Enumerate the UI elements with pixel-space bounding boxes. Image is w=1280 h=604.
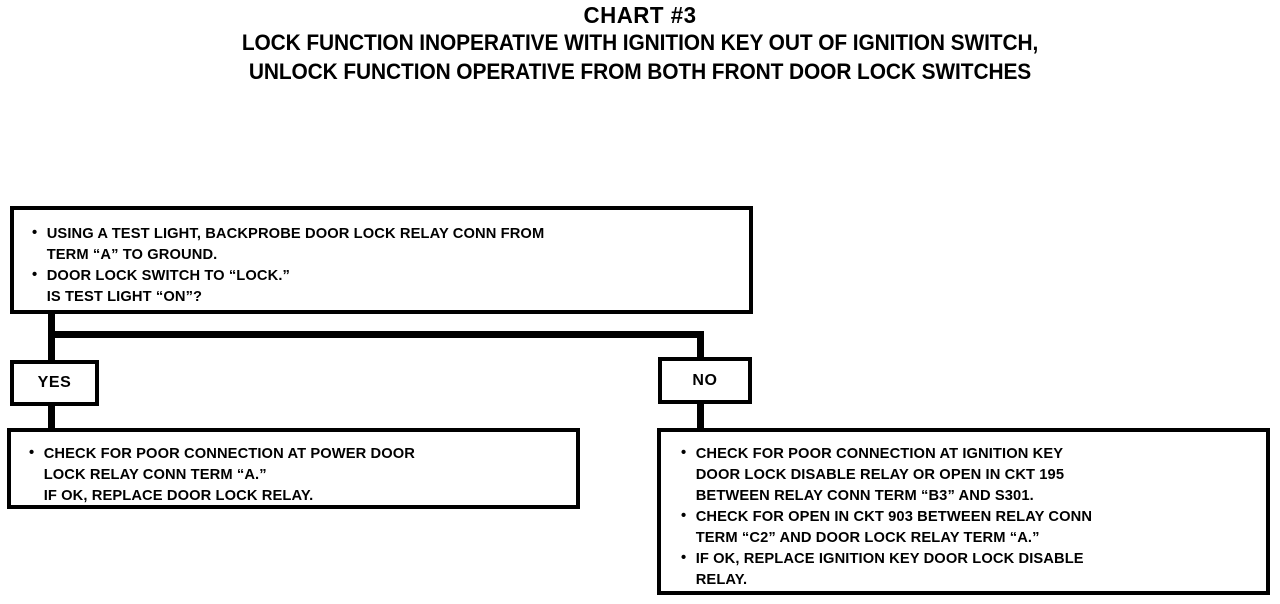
question-bullet-1-line-1: USING A TEST LIGHT, BACKPROBE DOOR LOCK … bbox=[46, 225, 545, 242]
no-result-bullet-list: CHECK FOR POOR CONNECTION AT IGNITION KE… bbox=[681, 442, 1093, 590]
connector-horizontal-bus bbox=[48, 331, 704, 338]
no-result-bullet-3-line-2: RELAY. bbox=[695, 571, 748, 588]
question-bullet-2-line-1: DOOR LOCK SWITCH TO “LOCK.” bbox=[46, 267, 290, 284]
no-result-text: CHECK FOR POOR CONNECTION AT IGNITION KE… bbox=[681, 442, 1093, 590]
yes-result-bullet-1-line-3: IF OK, REPLACE DOOR LOCK RELAY. bbox=[43, 487, 314, 504]
no-result-bullet-2-line-2: TERM “C2” AND DOOR LOCK RELAY TERM “A.” bbox=[695, 529, 1040, 546]
no-result-bullet-1-line-1: CHECK FOR POOR CONNECTION AT IGNITION KE… bbox=[695, 445, 1064, 462]
no-result-box: CHECK FOR POOR CONNECTION AT IGNITION KE… bbox=[657, 428, 1270, 595]
question-bullet-2-line-2: IS TEST LIGHT “ON”? bbox=[46, 288, 203, 305]
chart-subtitle-line-1: LOCK FUNCTION INOPERATIVE WITH IGNITION … bbox=[241, 30, 1039, 55]
yes-result-text: CHECK FOR POOR CONNECTION AT POWER DOOR … bbox=[29, 442, 416, 506]
connector-to-yes-box bbox=[48, 331, 55, 362]
yes-result-bullet-1-line-2: LOCK RELAY CONN TERM “A.” bbox=[43, 466, 267, 483]
no-result-bullet-1: CHECK FOR POOR CONNECTION AT IGNITION KE… bbox=[681, 442, 1092, 506]
chart-subtitle-line-2: UNLOCK FUNCTION OPERATIVE FROM BOTH FRON… bbox=[248, 59, 1032, 84]
no-result-bullet-1-line-3: BETWEEN RELAY CONN TERM “B3” AND S301. bbox=[695, 487, 1034, 504]
branch-label-yes: YES bbox=[37, 374, 72, 391]
question-bullet-list: USING A TEST LIGHT, BACKPROBE DOOR LOCK … bbox=[32, 222, 545, 307]
branch-box-no: NO bbox=[658, 357, 752, 404]
no-result-bullet-2: CHECK FOR OPEN IN CKT 903 BETWEEN RELAY … bbox=[681, 505, 1093, 548]
page-title: CHART #3 bbox=[583, 2, 697, 28]
connector-yes-to-result bbox=[48, 404, 55, 430]
branch-box-yes: YES bbox=[10, 360, 99, 406]
branch-label-no: NO bbox=[692, 371, 718, 389]
yes-result-bullet-1: CHECK FOR POOR CONNECTION AT POWER DOOR … bbox=[29, 442, 416, 506]
chart-title-block: CHART #3 LOCK FUNCTION INOPERATIVE WITH … bbox=[0, 2, 1280, 86]
no-result-bullet-2-line-1: CHECK FOR OPEN IN CKT 903 BETWEEN RELAY … bbox=[695, 508, 1093, 525]
connector-to-no-box bbox=[697, 331, 704, 359]
question-box: USING A TEST LIGHT, BACKPROBE DOOR LOCK … bbox=[10, 206, 753, 314]
question-bullet-1-line-2: TERM “A” TO GROUND. bbox=[46, 246, 218, 263]
no-result-bullet-3-line-1: IF OK, REPLACE IGNITION KEY DOOR LOCK DI… bbox=[695, 550, 1084, 567]
yes-result-bullet-1-line-1: CHECK FOR POOR CONNECTION AT POWER DOOR bbox=[43, 445, 416, 462]
no-result-bullet-1-line-2: DOOR LOCK DISABLE RELAY OR OPEN IN CKT 1… bbox=[695, 466, 1065, 483]
connector-no-to-result bbox=[697, 402, 704, 430]
connector-question-stub bbox=[48, 314, 55, 334]
question-bullet-2: DOOR LOCK SWITCH TO “LOCK.” IS TEST LIGH… bbox=[32, 264, 544, 307]
question-bullet-1: USING A TEST LIGHT, BACKPROBE DOOR LOCK … bbox=[32, 222, 545, 265]
yes-result-bullet-list: CHECK FOR POOR CONNECTION AT POWER DOOR … bbox=[29, 442, 416, 506]
no-result-bullet-3: IF OK, REPLACE IGNITION KEY DOOR LOCK DI… bbox=[681, 547, 1092, 590]
yes-result-box: CHECK FOR POOR CONNECTION AT POWER DOOR … bbox=[7, 428, 580, 509]
question-box-text: USING A TEST LIGHT, BACKPROBE DOOR LOCK … bbox=[32, 222, 545, 307]
